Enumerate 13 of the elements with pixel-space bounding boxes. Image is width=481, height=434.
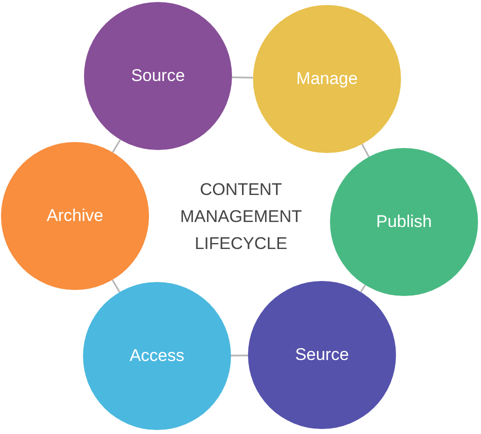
connector-line [112,139,121,153]
stage-label: Publish [376,211,432,233]
center-title: CONTENT MANAGEMENT LIFECYCLE [179,179,303,255]
stage-label: Access [130,345,184,367]
connector-line [232,76,254,78]
stage-label: Source [131,65,185,87]
connector-line [112,279,120,293]
stage-label: Archive [46,205,104,227]
stage-label: Manage [296,68,358,90]
connector-line [231,354,248,356]
connector-line [360,284,366,292]
connector-line [361,144,370,158]
stage-label: Seurce [295,344,349,366]
